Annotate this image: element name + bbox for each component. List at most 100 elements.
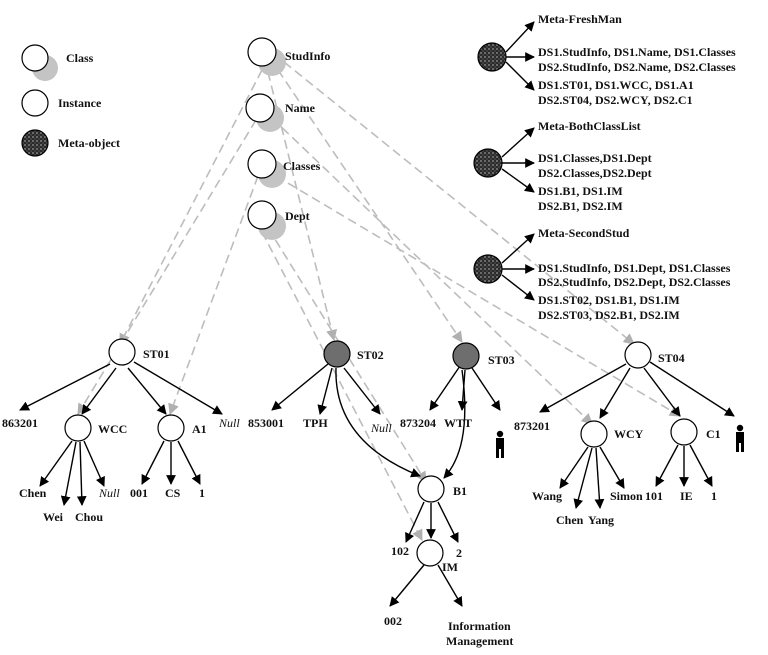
meta-freshman-title: Meta-FreshMan (538, 12, 622, 26)
meta-freshman-line1: DS1.StudInfo, DS1.Name, DS1.Classes (538, 45, 736, 59)
link-classes-a1 (168, 175, 259, 416)
tree-b1: B1 102 2 IM 002 Information Management (384, 475, 513, 648)
link-dept-b1 (267, 227, 427, 483)
leaf-st03-id: 873204 (400, 416, 436, 430)
meta-secondstud-title: Meta-SecondStud (538, 226, 630, 240)
leaf-wcc-chou: Chou (75, 510, 103, 524)
instance-st01 (108, 338, 136, 366)
node-b1-label: B1 (453, 484, 467, 498)
class-dept: Dept (247, 200, 310, 240)
leaf-b1-102: 102 (391, 544, 409, 558)
leaf-a1-cs: CS (165, 486, 181, 500)
legend-class-icon (21, 44, 49, 72)
leaf-im-name-line1: Information (448, 619, 511, 633)
leaf-b1-2: 2 (456, 546, 462, 560)
leaf-wcy-wang: Wang (532, 489, 562, 503)
leaf-wcc-chen: Chen (19, 486, 47, 500)
leaf-st02-tph: TPH (303, 416, 328, 430)
meta-object-icon (473, 254, 503, 284)
leaf-st02-id: 853001 (248, 416, 284, 430)
meta-freshman-line4: DS2.ST04, DS2.WCY, DS2.C1 (538, 93, 693, 107)
node-st01-label: ST01 (143, 347, 170, 361)
meta-bothclasslist-title: Meta-BothClassList (538, 119, 641, 133)
link-studinfo-st01 (119, 69, 263, 345)
instance-c1 (670, 418, 698, 446)
instance-wcc (64, 414, 92, 442)
legend-meta-label: Meta-object (58, 136, 120, 150)
link-studinfo-st04 (283, 61, 635, 345)
meta-freshman-line2: DS2.StudInfo, DS2.Name, DS2.Classes (538, 60, 736, 74)
meta-bothclasslist: Meta-BothClassList DS1.Classes,DS1.Dept … (473, 119, 652, 213)
class-classes-label: Classes (283, 159, 321, 173)
node-wcc-label: WCC (98, 422, 127, 436)
leaf-c1-101: 101 (645, 489, 663, 503)
meta-secondstud-line3: DS1.ST02, DS1.B1, DS1.IM (538, 293, 680, 307)
leaf-st01-id: 863201 (2, 416, 38, 430)
meta-object-icon (473, 148, 503, 178)
class-studinfo: StudInfo (247, 37, 330, 76)
class-name-label: Name (285, 101, 316, 115)
legend-instance-label: Instance (58, 96, 102, 110)
node-c1-label: C1 (706, 427, 721, 441)
instance-wcy (580, 420, 608, 448)
instance-b1 (417, 475, 445, 503)
class-studinfo-label: StudInfo (285, 49, 330, 63)
leaf-im-002: 002 (384, 614, 402, 628)
link-name-wcy (271, 117, 593, 425)
meta-secondstud-line2: DS2.StudInfo, DS2.Dept, DS2.Classes (538, 275, 731, 289)
node-st04-label: ST04 (658, 351, 685, 365)
link-classes-c1 (275, 175, 681, 417)
leaf-st03-wtt: WTT (444, 416, 472, 430)
leaf-im-name-line2: Management (446, 634, 513, 648)
tree-st02: ST02 853001 TPH Null (248, 340, 421, 478)
leaf-wcy-yang: Yang (588, 513, 614, 527)
leaf-st01-null: Null (218, 416, 240, 430)
class-classes: Classes (247, 149, 321, 188)
tree-st04: ST04 873201 WCY Wang Chen Yang Simon C1 … (514, 341, 744, 527)
leaf-wcy-simon: Simon (610, 489, 643, 503)
legend-class-label: Class (66, 51, 94, 65)
leaf-st04-id: 873201 (514, 419, 550, 433)
meta-bothclasslist-line3: DS1.B1, DS1.IM (538, 184, 623, 198)
leaf-st02-null: Null (370, 421, 392, 435)
leaf-c1-1: 1 (711, 489, 717, 503)
node-st03-label: ST03 (488, 353, 515, 367)
meta-bothclasslist-line4: DS2.B1, DS2.IM (538, 199, 623, 213)
tree-st01: ST01 863201 Null WCC Chen Wei Chou Null … (2, 338, 240, 524)
meta-freshman: Meta-FreshMan DS1.StudInfo, DS1.Name, DS… (477, 12, 736, 107)
class-name: Name (245, 93, 316, 132)
link-studinfo-st03 (277, 69, 463, 343)
node-im-label: IM (442, 560, 458, 574)
meta-bothclasslist-line1: DS1.Classes,DS1.Dept (538, 151, 652, 165)
meta-secondstud-line1: DS1.StudInfo, DS1.Dept, DS1.Classes (538, 261, 731, 275)
meta-bothclasslist-line2: DS2.Classes,DS2.Dept (538, 166, 652, 180)
instance-im (416, 539, 444, 567)
node-st02-label: ST02 (357, 348, 384, 362)
legend-instance-icon (21, 89, 49, 117)
leaf-a1-1: 1 (199, 486, 205, 500)
legend: Class Instance Meta-object (21, 44, 120, 157)
link-dept-im (261, 231, 423, 541)
leaf-wcy-chen: Chen (556, 513, 584, 527)
node-a1-label: A1 (192, 422, 207, 436)
meta-secondstud: Meta-SecondStud DS1.StudInfo, DS1.Dept, … (473, 226, 731, 322)
leaf-c1-ie: IE (680, 489, 693, 503)
legend-meta-object-icon (21, 129, 49, 157)
link-name-wcc (77, 119, 257, 415)
meta-object-icon (477, 42, 507, 72)
instance-a1 (157, 414, 185, 442)
leaf-a1-001: 001 (130, 486, 148, 500)
instance-st04 (624, 341, 652, 369)
class-dept-label: Dept (285, 209, 310, 223)
instance-st02 (323, 340, 351, 368)
leaf-wcc-null: Null (98, 486, 120, 500)
instance-st03 (452, 342, 480, 370)
person-icon (496, 430, 504, 458)
meta-secondstud-line4: DS2.ST03, DS2.B1, DS2.IM (538, 308, 680, 322)
leaf-wcc-wei: Wei (43, 510, 64, 524)
tree-st03: ST03 873204 WTT (400, 342, 515, 479)
meta-freshman-line3: DS1.ST01, DS1.WCC, DS1.A1 (538, 78, 694, 92)
node-wcy-label: WCY (614, 427, 644, 441)
person-icon (736, 424, 744, 452)
